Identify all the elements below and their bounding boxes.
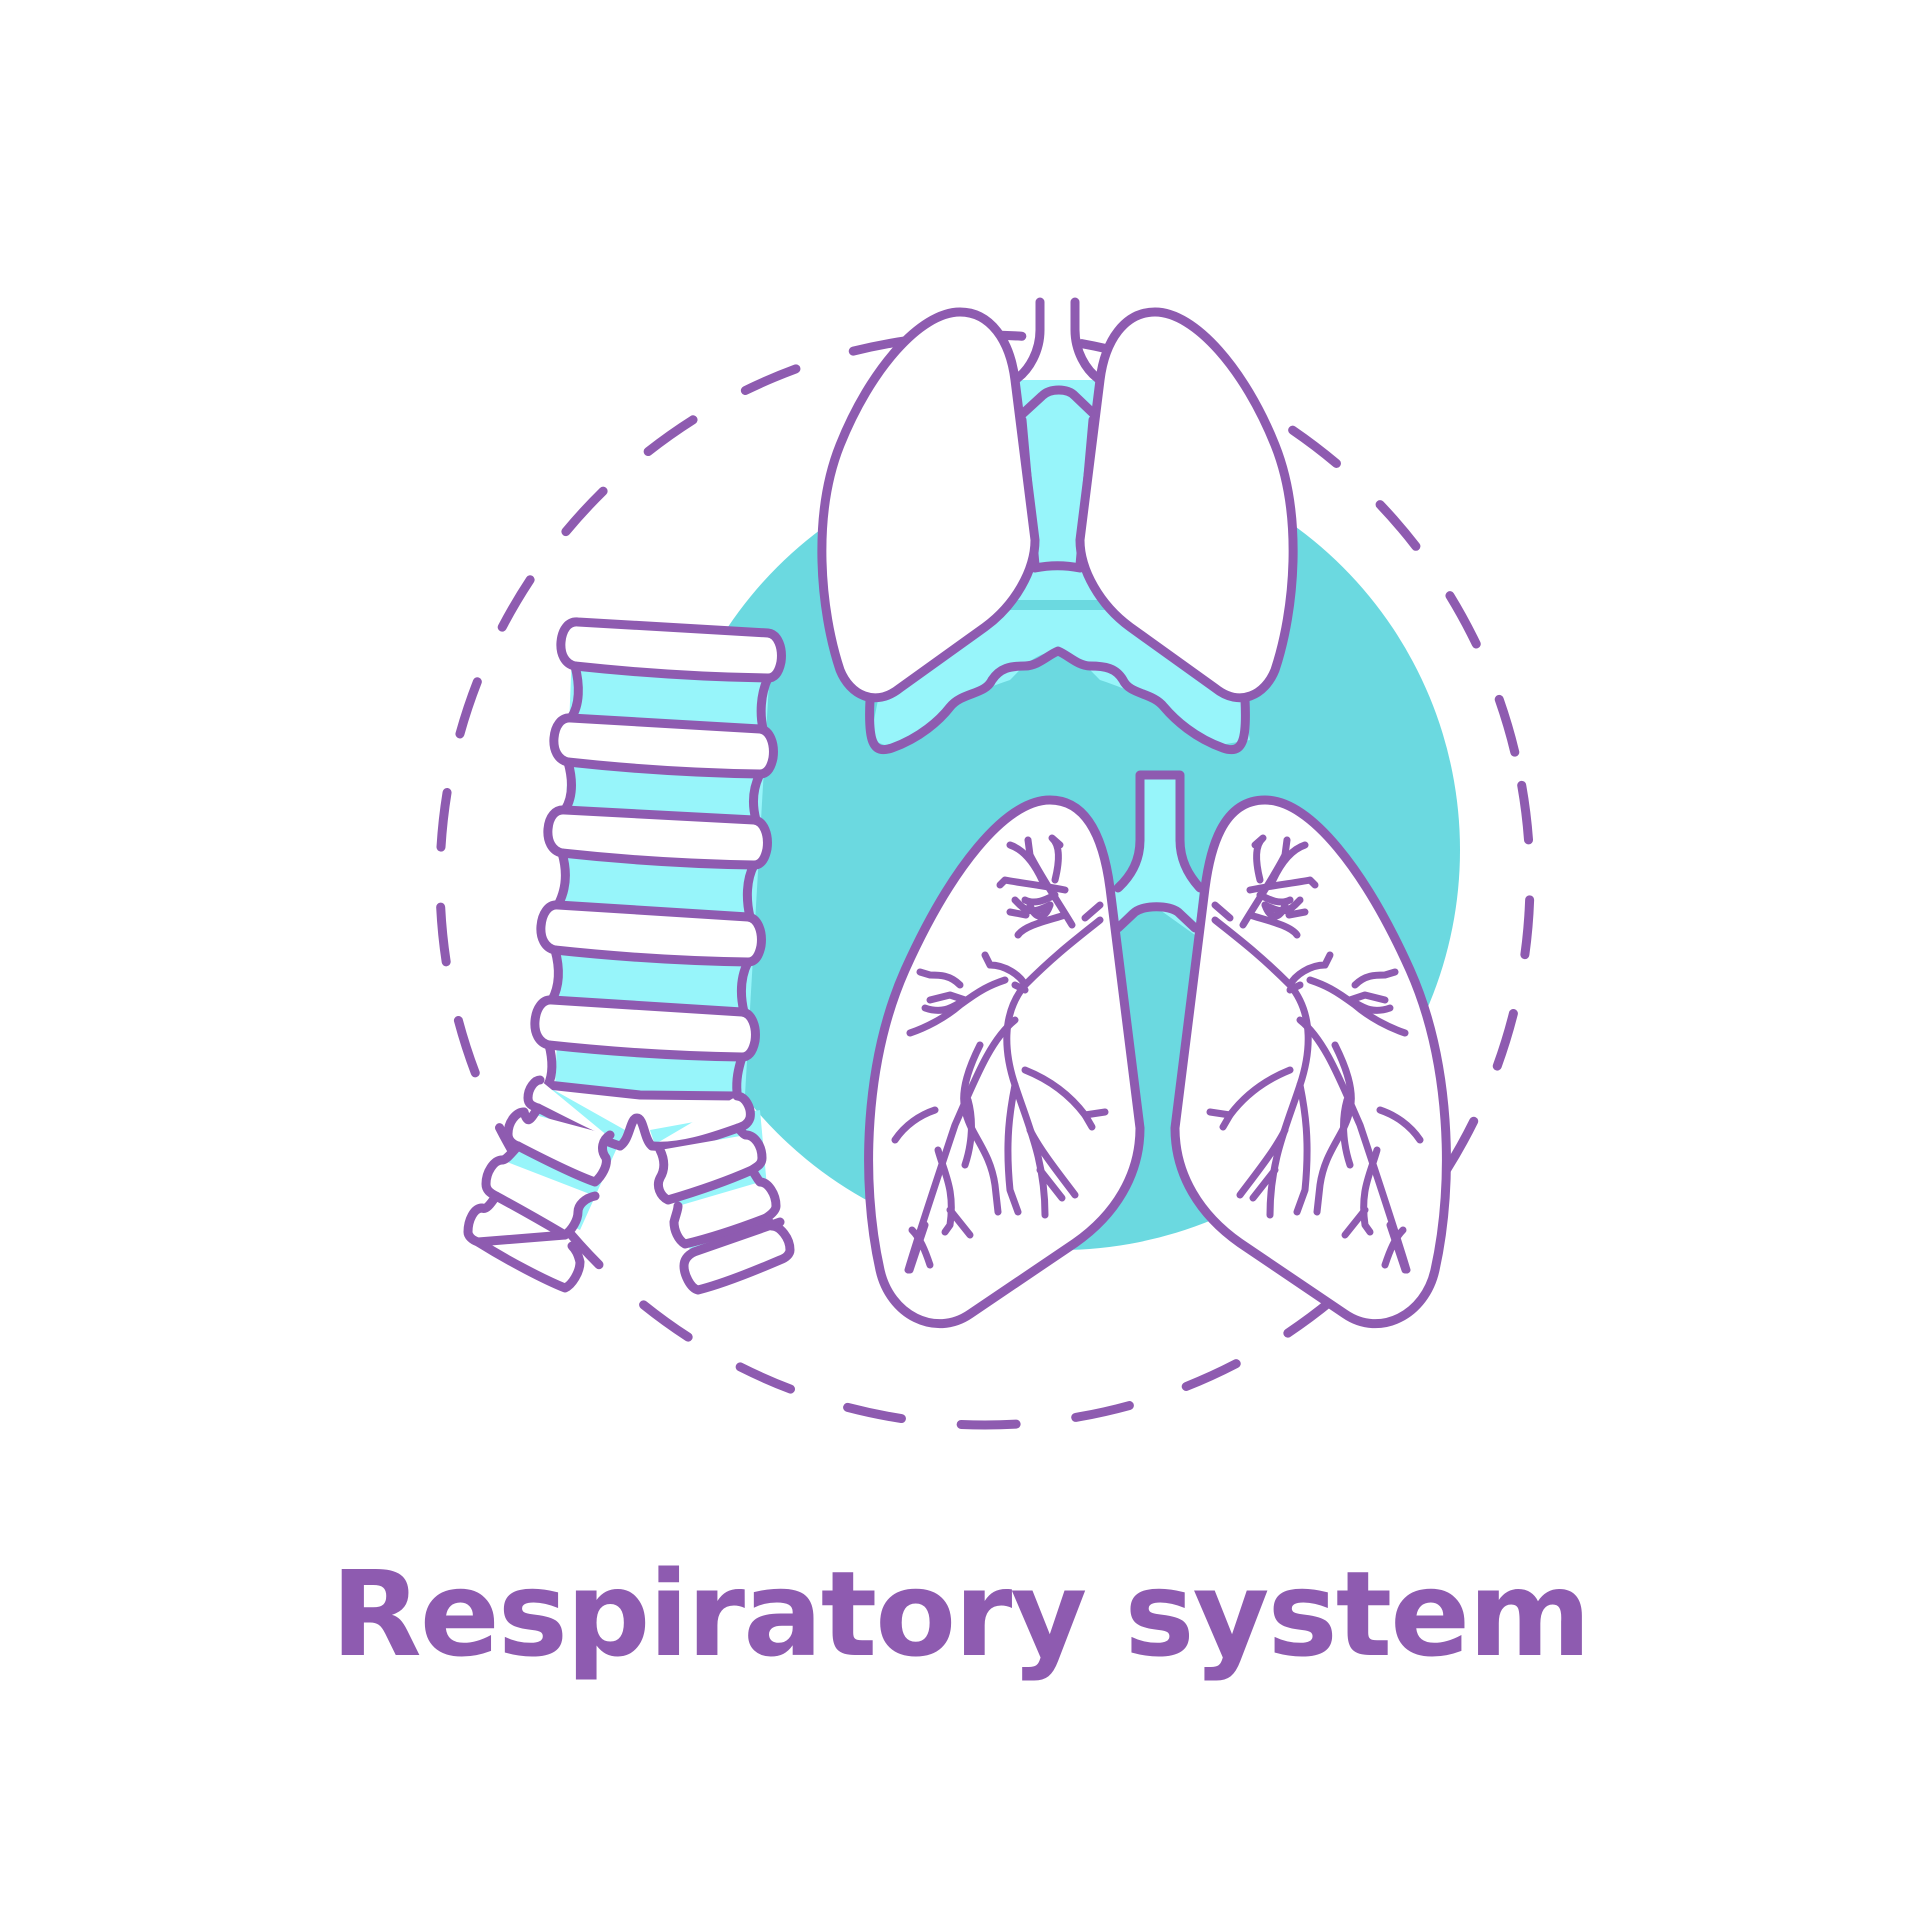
caption-title: Respiratory system (330, 1545, 1591, 1683)
lungs-icon (864, 770, 1451, 1329)
dashed-ring (435, 330, 1535, 1430)
trachea-icon (463, 617, 795, 1295)
thyroid-icon (817, 297, 1298, 755)
